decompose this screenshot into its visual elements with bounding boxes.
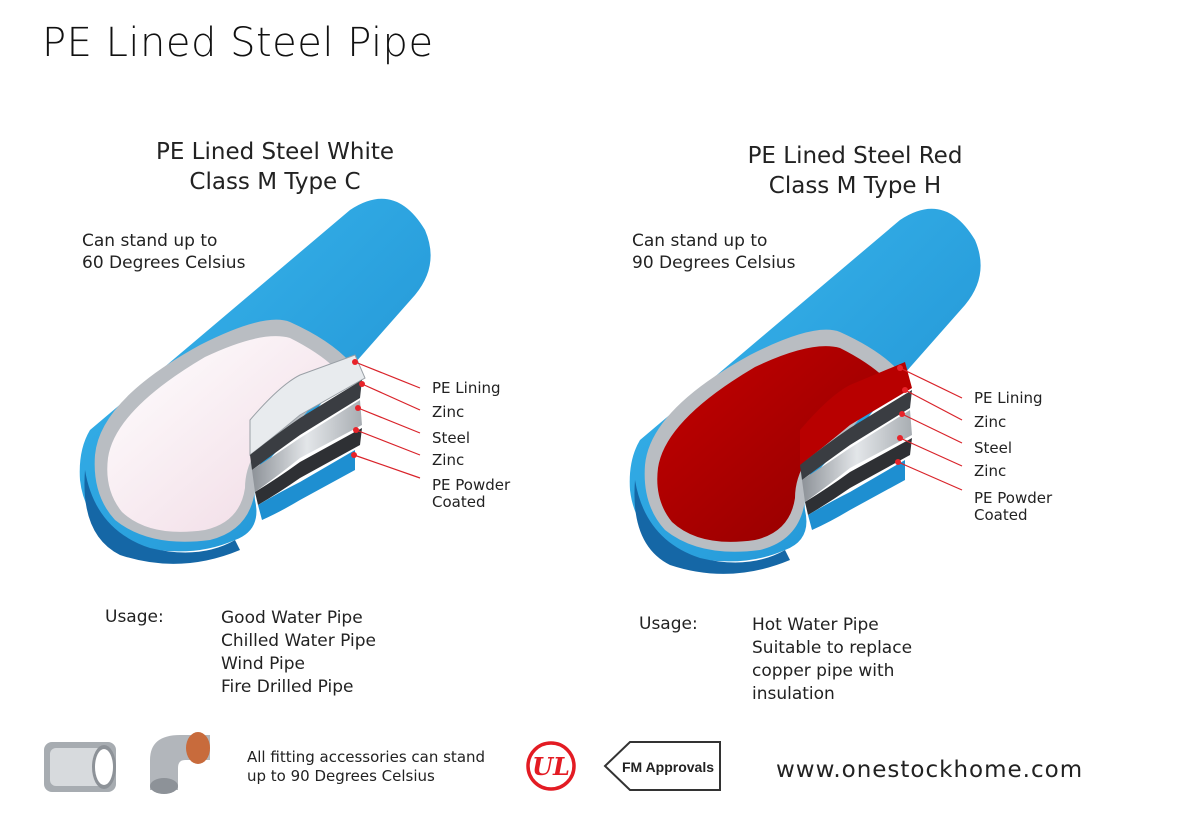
white-usage-list: Good Water Pipe Chilled Water Pipe Wind … <box>221 607 376 699</box>
white-layer-label-steel: Steel <box>432 429 471 447</box>
red-layer-label-zinc: Zinc <box>974 413 1007 431</box>
pipe-white-callouts <box>351 359 421 479</box>
pipe-white-outer-shadow <box>84 470 240 564</box>
white-usage-label: Usage: <box>105 607 164 627</box>
fm-approvals-logo: FM Approvals <box>603 741 721 791</box>
pipe-red-layer-powder <box>808 460 905 530</box>
variant-white-title-line1: PE Lined Steel White <box>155 139 395 165</box>
white-layer-label-powder: PE Powder <box>432 476 511 494</box>
fitting-elbow-image <box>150 732 210 794</box>
white-layer-label-pe-lining: PE Lining <box>432 379 501 397</box>
variant-red-title: PE Lined Steel Red Class M Type H <box>700 141 1010 201</box>
variant-red-title-line1: PE Lined Steel Red <box>747 143 963 169</box>
pipe-white-lining <box>107 336 335 532</box>
red-layer-label-pe-lining: PE Lining <box>974 389 1043 407</box>
red-usage-list: Hot Water Pipe Suitable to replace coppe… <box>752 614 912 706</box>
red-usage-item: insulation <box>752 684 835 704</box>
fitting-coupling-image <box>44 742 116 792</box>
white-layer-label-coated: Coated <box>432 493 486 511</box>
variant-red-temperature-line1: Can stand up to <box>632 231 768 251</box>
pipe-red-lining <box>657 346 885 542</box>
pipe-red-layer-pe-lining <box>800 362 912 465</box>
white-layer-label-zinc-2: Zinc <box>432 451 465 469</box>
variant-red-title-line2: Class M Type H <box>768 173 942 199</box>
website-url[interactable]: www.onestockhome.com <box>776 757 1084 783</box>
variant-red-temperature-line2: 90 Degrees Celsius <box>632 253 796 273</box>
pipe-white-layer-steel <box>252 400 362 492</box>
red-layer-label-steel: Steel <box>974 439 1013 457</box>
pipe-white-layer-zinc-2 <box>255 428 362 505</box>
pipe-white-layer-powder <box>258 450 355 520</box>
fittings-note-line1: All fitting accessories can stand <box>247 748 486 766</box>
ul-logo: UL <box>526 741 576 791</box>
red-usage-label: Usage: <box>639 614 698 634</box>
variant-white-temperature: Can stand up to 60 Degrees Celsius <box>82 230 245 274</box>
red-usage-item: copper pipe with <box>752 661 895 681</box>
fittings-note: All fitting accessories can stand up to … <box>247 748 485 786</box>
red-usage-item: Hot Water Pipe <box>752 615 879 635</box>
white-usage-item: Fire Drilled Pipe <box>221 677 354 697</box>
variant-white-title: PE Lined Steel White Class M Type C <box>120 137 430 197</box>
white-usage-item: Wind Pipe <box>221 654 305 674</box>
red-layer-label-coated: Coated <box>974 506 1028 524</box>
page-title: PE Lined Steel Pipe <box>42 20 434 66</box>
fm-approvals-logo-text: FM Approvals <box>622 759 714 775</box>
pipe-red-layer-steel <box>802 410 912 502</box>
pipe-red-layer-zinc-2 <box>805 438 912 515</box>
red-usage-item: Suitable to replace <box>752 638 913 658</box>
ul-logo-text: UL <box>532 752 570 781</box>
red-layer-label-powder: PE Powder <box>974 489 1053 507</box>
white-usage-item: Chilled Water Pipe <box>221 631 376 651</box>
variant-white-title-line2: Class M Type C <box>189 169 361 195</box>
pipe-red-layer-zinc <box>800 390 912 480</box>
pipe-red-callouts <box>895 365 963 491</box>
pipe-red-outer-shadow <box>634 480 790 574</box>
red-layer-label-zinc-2: Zinc <box>974 462 1007 480</box>
white-layer-label-zinc: Zinc <box>432 403 465 421</box>
variant-white-temperature-line2: 60 Degrees Celsius <box>82 253 246 273</box>
variant-red-temperature: Can stand up to 90 Degrees Celsius <box>632 230 795 274</box>
white-usage-item: Good Water Pipe <box>221 608 363 628</box>
pipe-white-layer-zinc <box>250 380 362 470</box>
fittings-note-line2: up to 90 Degrees Celsius <box>247 767 435 785</box>
variant-white-temperature-line1: Can stand up to <box>82 231 218 251</box>
